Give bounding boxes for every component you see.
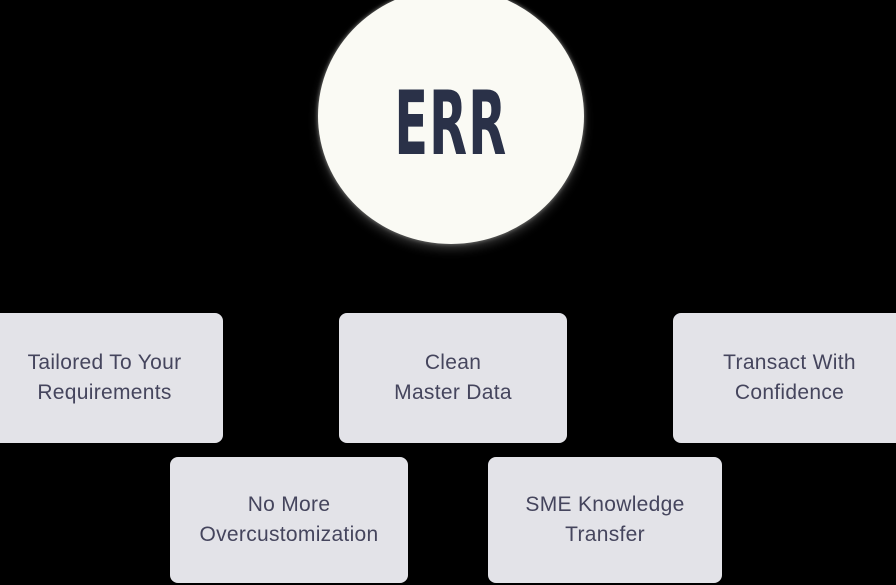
benefit-card-line: Clean [424,351,482,374]
benefit-card-line: Transact With [723,351,856,374]
benefit-card-line: No More [247,493,331,516]
benefit-card-line: Transfer [565,523,645,546]
root-node-label: ERR [394,71,508,175]
benefit-card-tailored-to-your-requirements: Tailored To Your Requirements [0,313,223,443]
benefit-card-line: Master Data [394,381,512,404]
benefit-card-line: Tailored To Your [27,351,182,374]
benefit-card-line: Overcustomization [199,523,379,546]
benefit-card-line: SME Knowledge [525,493,685,516]
benefit-card-transact-with-confidence: Transact With Confidence [673,313,896,443]
benefit-card-clean-master-data: Clean Master Data [339,313,567,443]
root-node-circle: ERR [318,0,584,244]
benefit-card-sme-knowledge-transfer: SME Knowledge Transfer [488,457,722,583]
benefit-card-line: Confidence [734,381,845,404]
benefit-card-line: Requirements [37,381,172,404]
benefit-card-no-more-overcustomization: No More Overcustomization [170,457,408,583]
